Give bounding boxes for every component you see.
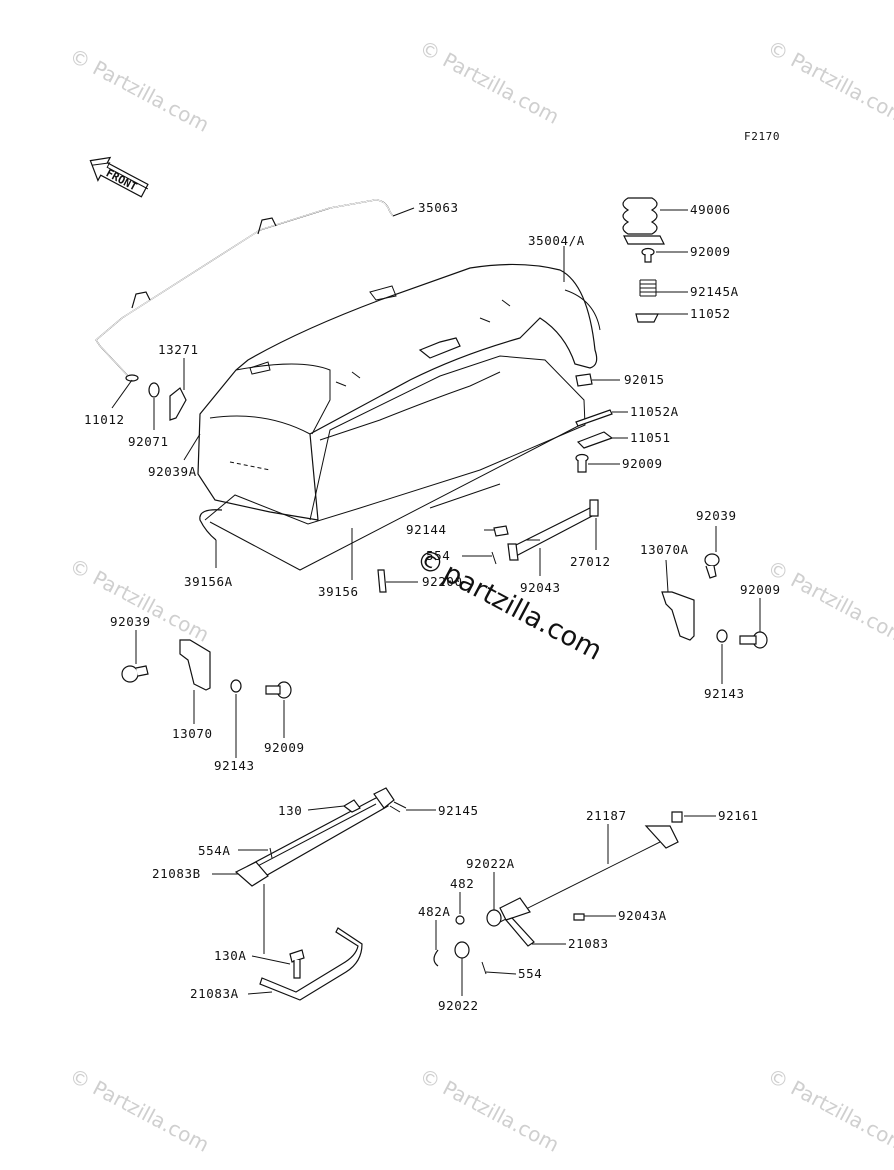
- callout-21083A: 21083A: [190, 986, 239, 1001]
- svg-text:© Partzilla.com: © Partzilla.com: [66, 43, 214, 137]
- callout-39156A: 39156A: [184, 574, 233, 589]
- rod-part-drawing: [95, 199, 394, 382]
- callout-554: 554: [518, 966, 542, 981]
- svg-text:© Partzilla.com: © Partzilla.com: [764, 1063, 894, 1157]
- callout-92009: 92009: [690, 244, 731, 259]
- callout-92071: 92071: [128, 434, 169, 449]
- callout-92039: 92039: [110, 614, 151, 629]
- svg-text:© Partzilla.com: © Partzilla.com: [764, 35, 894, 129]
- callout-11052A: 11052A: [630, 404, 679, 419]
- callout-92009: 92009: [740, 582, 781, 597]
- callout-92022: 92022: [438, 998, 479, 1013]
- callout-92043: 92043: [520, 580, 561, 595]
- callout-92145: 92145: [438, 803, 479, 818]
- callout-92039: 92039: [696, 508, 737, 523]
- bracket-right-part-drawing: [661, 553, 768, 649]
- callout-35004A: 35004/A: [528, 233, 585, 248]
- callout-92039A: 92039A: [148, 464, 197, 479]
- callout-92143: 92143: [214, 758, 255, 773]
- callout-92015: 92015: [624, 372, 665, 387]
- callout-92200: 92200: [422, 574, 463, 589]
- callout-labels: 35063 35004/A 49006 92009 92145A 11052 1…: [84, 200, 781, 1013]
- callout-92022A: 92022A: [466, 856, 515, 871]
- callout-11012: 11012: [84, 412, 125, 427]
- cover-body-part-drawing: [197, 263, 601, 571]
- callout-35063: 35063: [418, 200, 459, 215]
- callout-482A: 482A: [418, 904, 451, 919]
- callout-11052: 11052: [690, 306, 731, 321]
- small-parts-top: [148, 197, 665, 593]
- callout-92143: 92143: [704, 686, 745, 701]
- callout-130A: 130A: [214, 948, 247, 963]
- bracket-left-part-drawing: [121, 639, 292, 699]
- svg-text:© Partzilla.com: © Partzilla.com: [416, 1063, 564, 1157]
- callout-13271: 13271: [158, 342, 199, 357]
- callout-92145A: 92145A: [690, 284, 739, 299]
- svg-text:© Partzilla.com: © Partzilla.com: [764, 555, 894, 649]
- callout-130: 130: [278, 803, 302, 818]
- linkage-right-part-drawing: [433, 811, 683, 975]
- callout-13070: 13070: [172, 726, 213, 741]
- callout-554: 554: [426, 548, 450, 563]
- callout-92144: 92144: [406, 522, 447, 537]
- callout-92161: 92161: [718, 808, 759, 823]
- callout-554A: 554A: [198, 843, 231, 858]
- callout-21083: 21083: [568, 936, 609, 951]
- front-arrow-icon: FRONT: [89, 156, 149, 198]
- callout-92043A: 92043A: [618, 908, 667, 923]
- svg-text:© Partzilla.com: © Partzilla.com: [416, 35, 564, 129]
- leader-lines: [111, 207, 761, 996]
- figure-code: F2170: [744, 130, 780, 143]
- callout-49006: 49006: [690, 202, 731, 217]
- callout-92009: 92009: [264, 740, 305, 755]
- svg-text:© Partzilla.com: © Partzilla.com: [66, 1063, 214, 1157]
- linkage-left-part-drawing: [234, 787, 407, 1001]
- svg-text:© Partzilla.com: © Partzilla.com: [66, 553, 214, 647]
- callout-11051: 11051: [630, 430, 671, 445]
- callout-21083B: 21083B: [152, 866, 201, 881]
- callout-27012: 27012: [570, 554, 611, 569]
- callout-13070A: 13070A: [640, 542, 689, 557]
- callout-21187: 21187: [586, 808, 627, 823]
- callout-482: 482: [450, 876, 474, 891]
- callout-39156: 39156: [318, 584, 359, 599]
- callout-92009: 92009: [622, 456, 663, 471]
